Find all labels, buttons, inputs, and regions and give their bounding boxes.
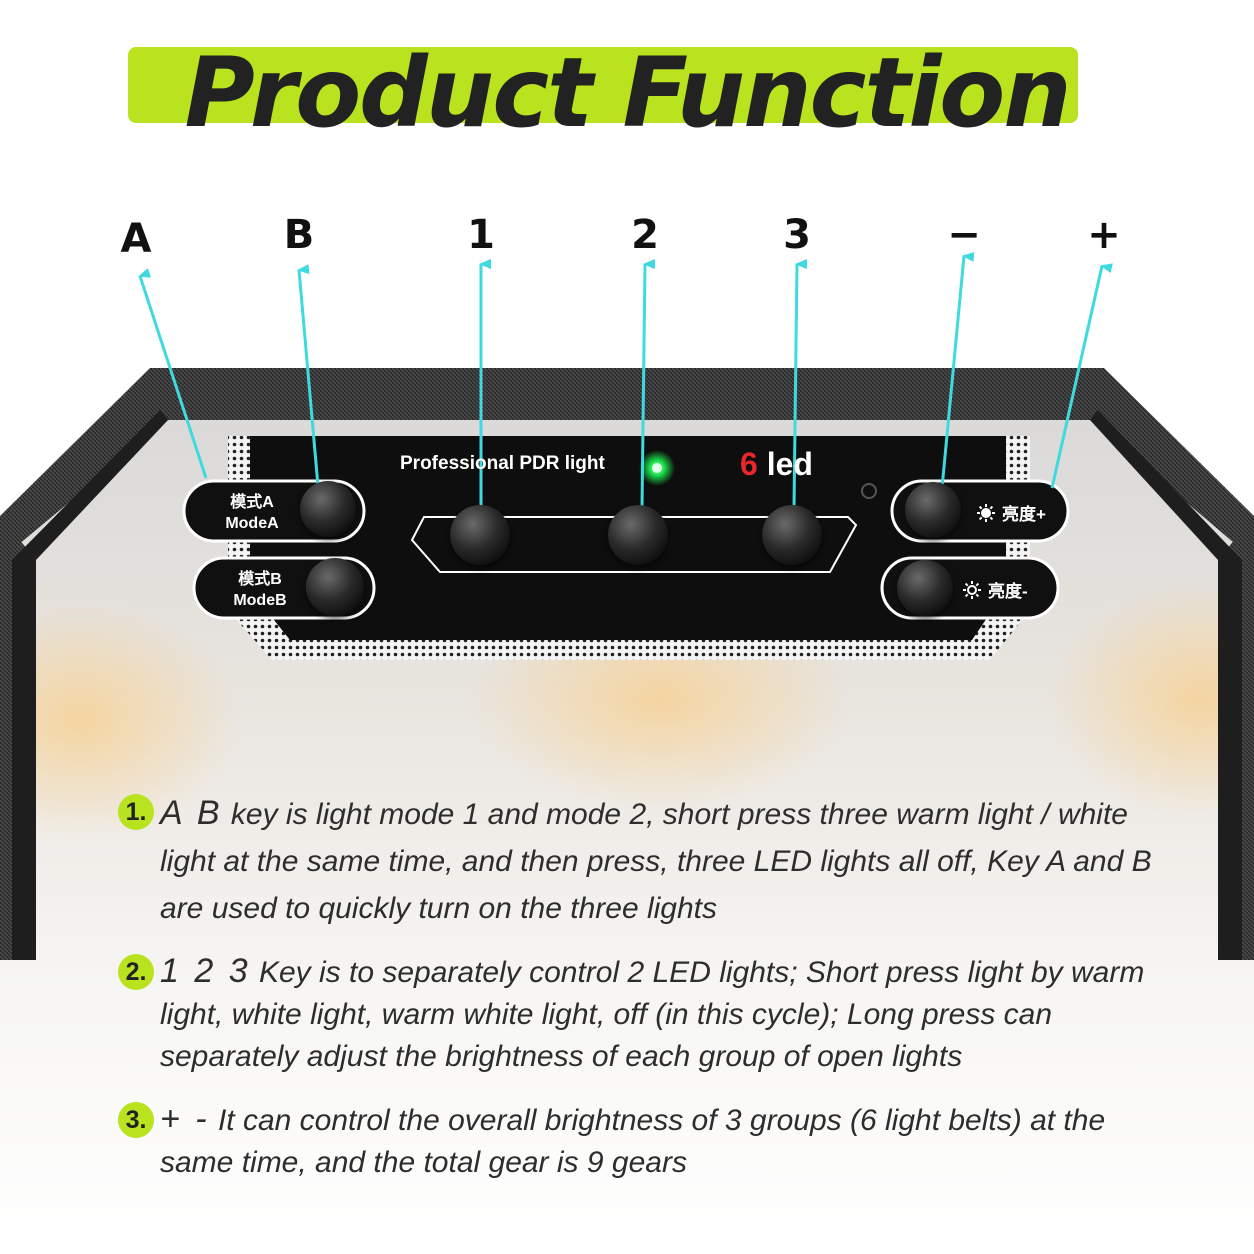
- page-title: Product Function: [184, 37, 1071, 149]
- warm-glow-left: [0, 600, 240, 840]
- label-3: 3: [783, 212, 811, 258]
- key-2-button[interactable]: [608, 505, 668, 565]
- brightness-down-label: 亮度-: [988, 582, 1028, 601]
- sensor-hole-icon: [861, 483, 877, 499]
- label-b: B: [283, 212, 315, 258]
- mode-b-button[interactable]: [306, 558, 364, 616]
- label-plus: +: [1087, 212, 1121, 258]
- arrow-2: [640, 259, 656, 509]
- brightness-up-label: 亮度+: [1002, 505, 1046, 524]
- pointer-arrows: [138, 251, 1113, 509]
- list-keys: A B: [160, 794, 223, 832]
- label-2: 2: [631, 212, 659, 258]
- arrow-a: [138, 268, 208, 479]
- mode-b-label: 模式B ModeB: [216, 569, 304, 611]
- label-a: A: [120, 216, 152, 262]
- list-text: key is light mode 1 and mode 2, short pr…: [160, 798, 1152, 925]
- key-3-button[interactable]: [762, 505, 822, 565]
- arrow-3: [792, 259, 808, 509]
- title-banner: [128, 47, 1078, 123]
- frame-inner-edge-left: [12, 410, 168, 960]
- list-item: 1. A B key is light mode 1 and mode 2, s…: [114, 790, 1154, 932]
- led-count-number: 6: [740, 446, 758, 482]
- mode-b-en: ModeB: [233, 592, 287, 609]
- mode-b-cn: 模式B: [238, 571, 282, 588]
- brightness-up-button[interactable]: [905, 482, 961, 538]
- list-keys: 1 2 3: [160, 952, 251, 990]
- led-count-label: 6 led: [740, 446, 813, 483]
- led-word: led: [766, 446, 813, 482]
- sun-icon-filled: [977, 504, 995, 522]
- list-text: Key is to separately control 2 LED light…: [160, 956, 1145, 1073]
- arrow-plus: [1050, 263, 1113, 489]
- sun-icon-outline: [963, 581, 981, 599]
- keys-outline: [410, 516, 858, 573]
- label-minus: −: [947, 212, 981, 258]
- brightness-down-button[interactable]: [897, 560, 953, 616]
- mode-a-cn: 模式A: [230, 494, 274, 511]
- list-number: 3.: [118, 1102, 154, 1138]
- list-item: 2. 1 2 3 Key is to separately control 2 …: [114, 950, 1154, 1078]
- mode-a-label: 模式A ModeA: [208, 492, 296, 534]
- arrow-b: [297, 264, 320, 487]
- list-keys: + -: [160, 1100, 210, 1138]
- frame-inner-edge-right: [1090, 410, 1242, 960]
- list-text: It can control the overall brightness of…: [160, 1104, 1106, 1179]
- arrow-minus: [940, 251, 975, 489]
- brand-label: Professional PDR light: [400, 453, 605, 474]
- function-list: 1. A B key is light mode 1 and mode 2, s…: [114, 790, 1154, 1184]
- mode-a-en: ModeA: [225, 515, 279, 532]
- warm-glow-right: [1050, 580, 1254, 820]
- list-number: 1.: [118, 794, 154, 830]
- key-1-button[interactable]: [450, 505, 510, 565]
- mode-a-button[interactable]: [300, 481, 356, 537]
- list-number: 2.: [118, 954, 154, 990]
- list-item: 3. + - It can control the overall bright…: [114, 1098, 1154, 1184]
- label-1: 1: [467, 212, 495, 258]
- fabric-frame-top: [0, 368, 1254, 560]
